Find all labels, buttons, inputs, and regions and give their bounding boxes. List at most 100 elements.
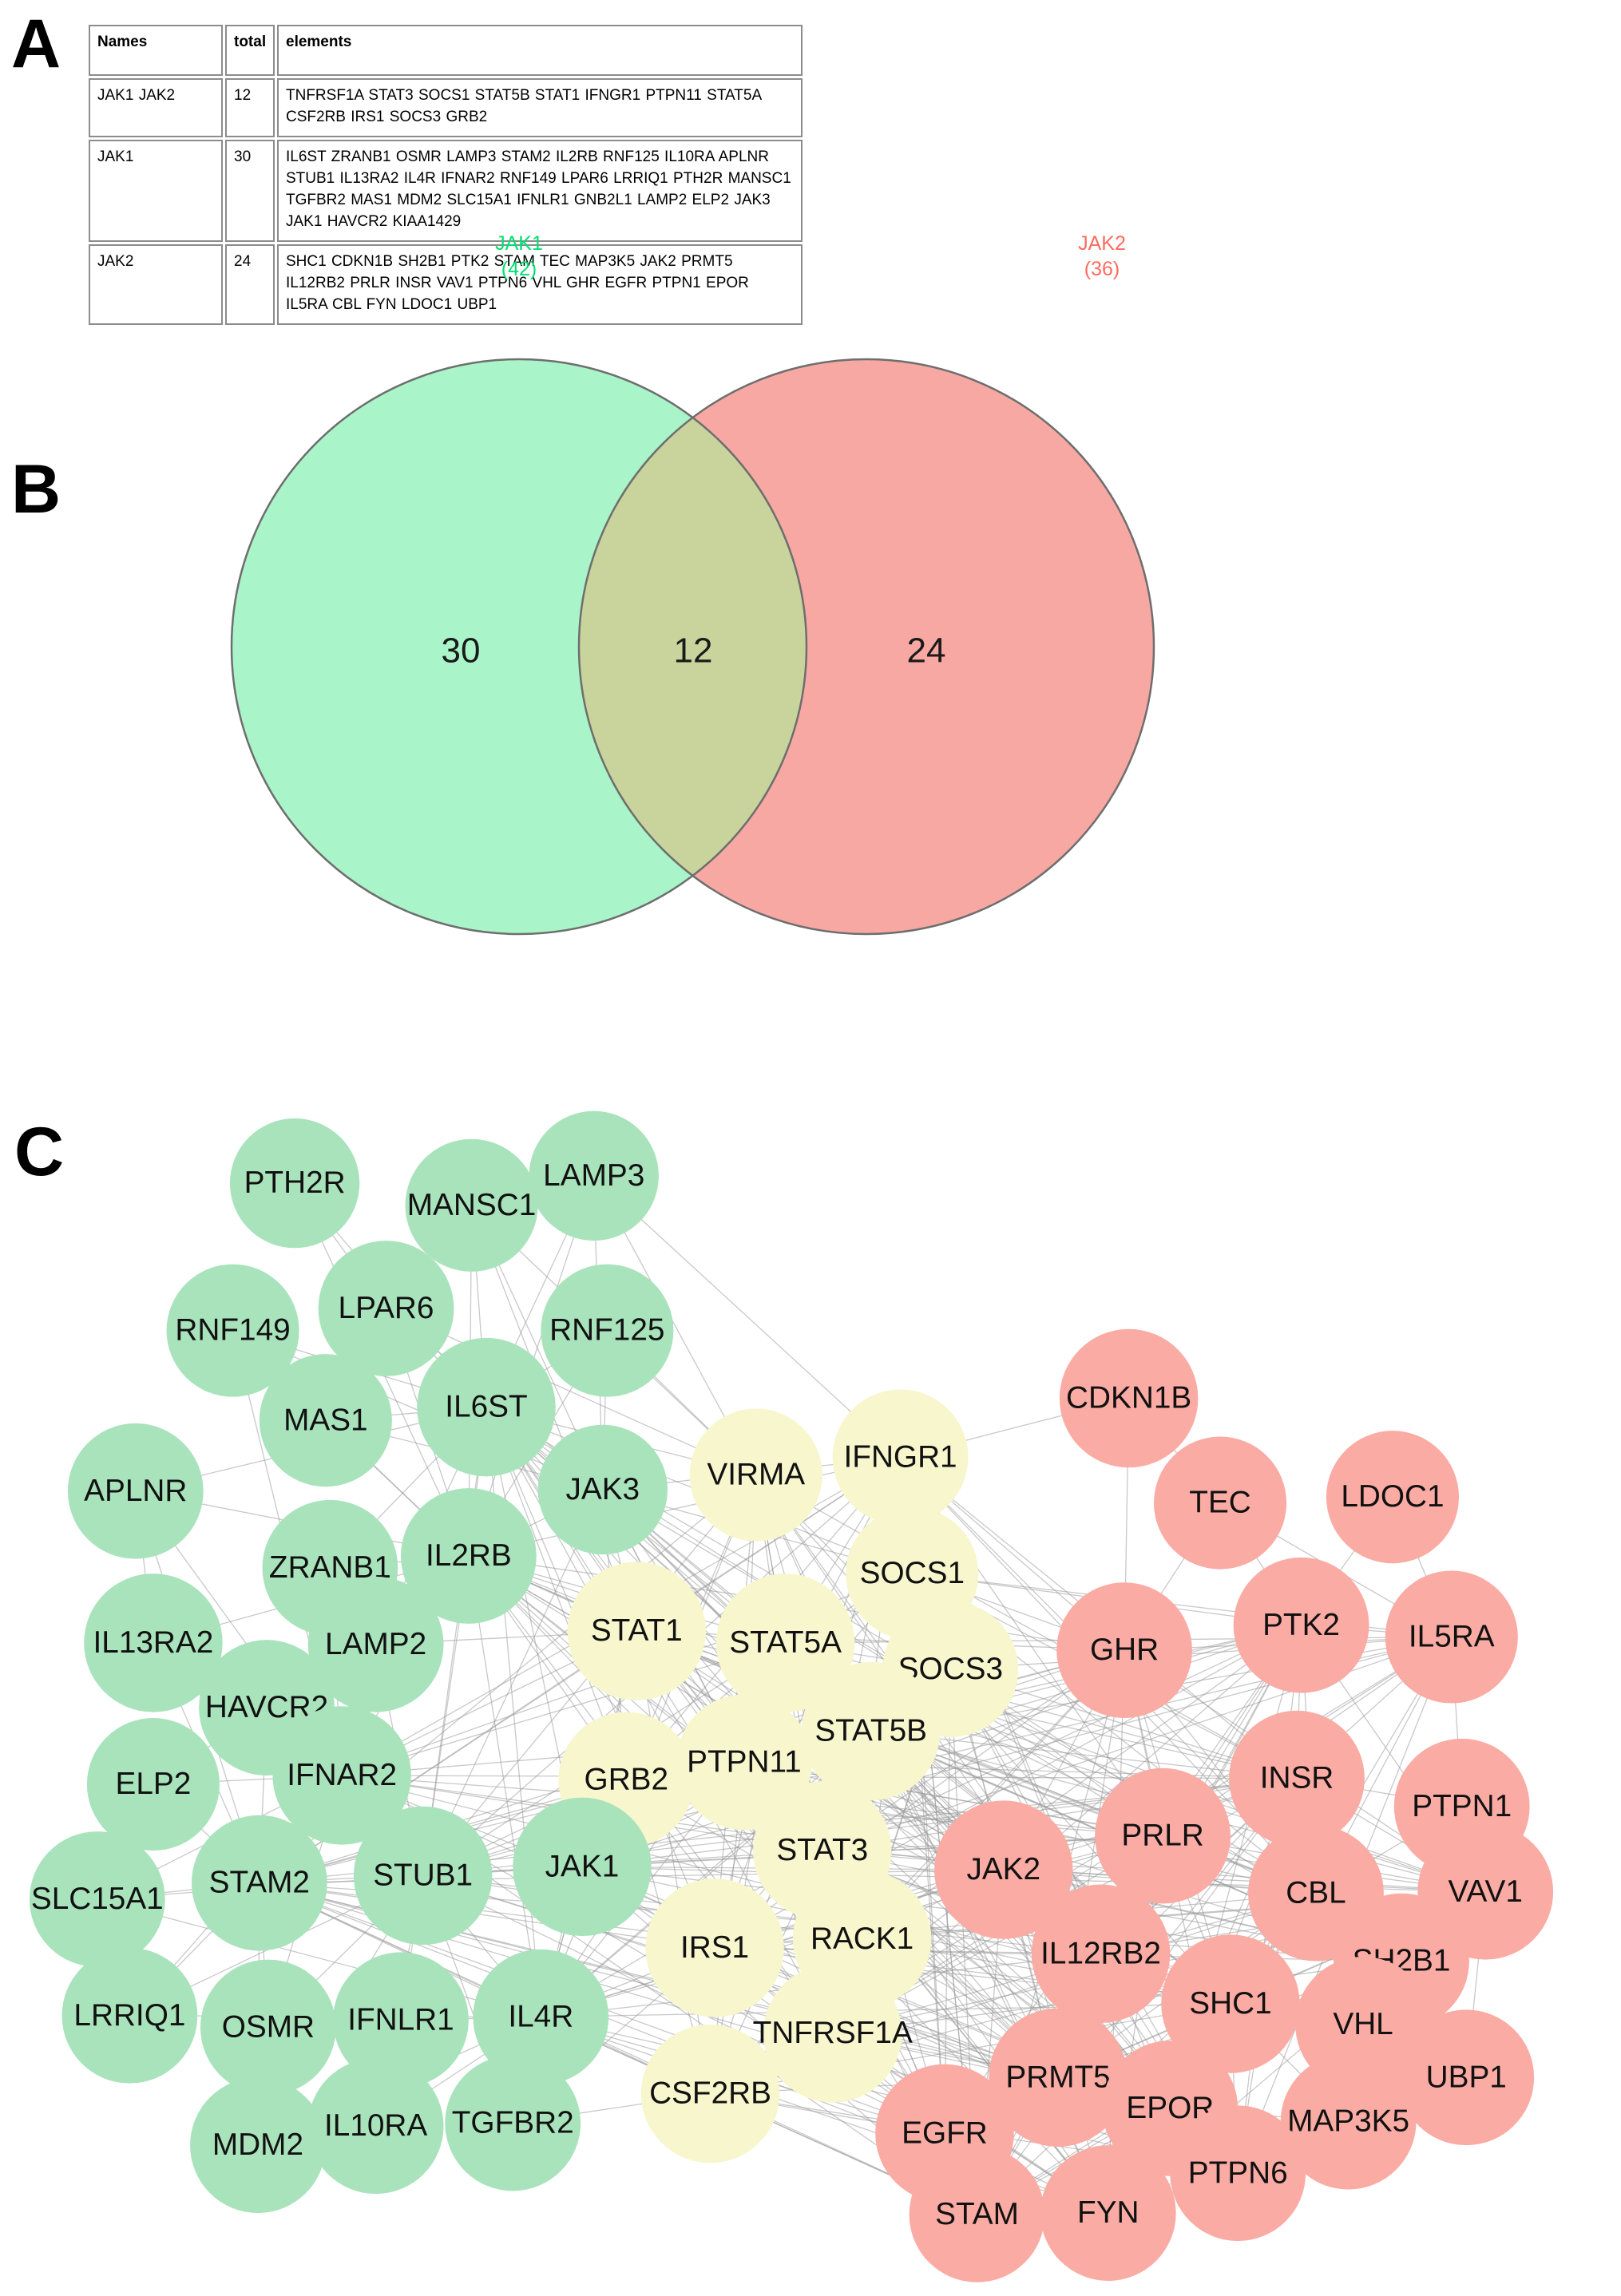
network-node-il10ra[interactable]: IL10RA (307, 2058, 444, 2195)
network-edge (468, 1456, 901, 1557)
node-circle[interactable] (272, 1706, 411, 1845)
network-node-prlr[interactable]: PRLR (1095, 1768, 1231, 1904)
node-circle[interactable] (832, 1389, 969, 1526)
node-circle[interactable] (541, 1264, 674, 1397)
node-circle[interactable] (1031, 1884, 1171, 2023)
node-circle[interactable] (333, 1952, 469, 2088)
node-circle[interactable] (567, 1562, 706, 1700)
network-node-ghr[interactable]: GHR (1056, 1582, 1192, 1718)
node-circle[interactable] (715, 1574, 855, 1712)
network-node-stub1[interactable]: STUB1 (353, 1806, 493, 1946)
node-circle[interactable] (67, 1423, 204, 1559)
node-circle[interactable] (307, 2058, 444, 2195)
network-node-irs1[interactable]: IRS1 (645, 1878, 784, 2017)
node-circle[interactable] (1040, 2145, 1176, 2281)
network-node-ptpn6[interactable]: PTPN6 (1170, 2105, 1306, 2242)
node-circle[interactable] (259, 1354, 392, 1487)
node-circle[interactable] (1229, 1710, 1365, 1847)
cell-names: JAK1 (89, 139, 223, 242)
node-circle[interactable] (84, 1574, 223, 1712)
node-circle[interactable] (86, 1717, 220, 1851)
node-circle[interactable] (529, 1110, 659, 1241)
network-edge (422, 1874, 862, 1940)
column-header-elements: elements (277, 25, 803, 76)
network-node-rnf125[interactable]: RNF125 (541, 1264, 674, 1397)
network-node-virma[interactable]: VIRMA (689, 1408, 822, 1542)
node-circle[interactable] (1398, 2009, 1535, 2146)
network-node-cdkn1b[interactable]: CDKN1B (1059, 1328, 1199, 1468)
node-circle[interactable] (473, 1949, 609, 2085)
node-circle[interactable] (307, 1576, 444, 1712)
network-node-elp2[interactable]: ELP2 (86, 1717, 220, 1851)
node-circle[interactable] (190, 2077, 326, 2214)
node-circle[interactable] (353, 1806, 493, 1946)
network-node-ptk2[interactable]: PTK2 (1233, 1557, 1369, 1693)
node-circle[interactable] (1153, 1436, 1287, 1570)
node-circle[interactable] (1095, 1768, 1231, 1904)
node-circle[interactable] (640, 2024, 780, 2163)
network-node-aplnr[interactable]: APLNR (67, 1423, 204, 1559)
network-node-stam[interactable]: STAM (909, 2147, 1045, 2282)
node-circle[interactable] (61, 1947, 198, 2084)
node-circle[interactable] (1233, 1557, 1369, 1693)
node-circle[interactable] (689, 1408, 822, 1542)
network-node-fyn[interactable]: FYN (1040, 2145, 1176, 2281)
node-circle[interactable] (400, 1488, 537, 1624)
panel-letter-c: C (14, 1114, 64, 1190)
node-circle[interactable] (645, 1878, 784, 2017)
network-node-ldoc1[interactable]: LDOC1 (1326, 1431, 1459, 1564)
node-circle[interactable] (1326, 1431, 1459, 1564)
network-node-osmr[interactable]: OSMR (200, 1959, 336, 2096)
network-node-mansc1[interactable]: MANSC1 (405, 1138, 538, 1272)
network-node-mdm2[interactable]: MDM2 (190, 2077, 326, 2214)
node-circle[interactable] (989, 2008, 1128, 2148)
network-node-mas1[interactable]: MAS1 (259, 1354, 392, 1487)
network-node-stat5b[interactable]: STAT5B (801, 1661, 941, 1801)
node-circle[interactable] (1161, 1934, 1300, 2073)
node-circle[interactable] (417, 1337, 556, 1477)
node-circle[interactable] (29, 1831, 165, 1967)
node-circle[interactable] (1056, 1582, 1192, 1718)
network-node-il6st[interactable]: IL6ST (417, 1337, 556, 1477)
node-circle[interactable] (191, 1815, 327, 1951)
node-circle[interactable] (166, 1264, 299, 1397)
network-edge (755, 1474, 1298, 1779)
network-node-insr[interactable]: INSR (1229, 1710, 1365, 1847)
network-node-jak1[interactable]: JAK1 (513, 1797, 652, 1937)
network-edge (822, 1625, 1302, 1851)
node-circle[interactable] (513, 1797, 652, 1937)
network-edge (950, 1636, 1452, 1670)
network-node-il12rb2[interactable]: IL12RB2 (1031, 1884, 1171, 2023)
network-node-tec[interactable]: TEC (1153, 1436, 1287, 1570)
network-node-slc15a1[interactable]: SLC15A1 (29, 1831, 165, 1967)
node-circle[interactable] (801, 1661, 941, 1801)
network-edge (743, 1761, 1163, 1837)
network-node-ubp1[interactable]: UBP1 (1398, 2009, 1535, 2146)
node-circle[interactable] (1059, 1328, 1199, 1468)
network-node-lrriq1[interactable]: LRRIQ1 (61, 1947, 198, 2084)
node-circle[interactable] (318, 1241, 454, 1376)
node-circle[interactable] (1170, 2105, 1306, 2242)
node-circle[interactable] (676, 1694, 812, 1831)
network-node-pth2r[interactable]: PTH2R (229, 1118, 360, 1249)
cell-total: 30 (225, 139, 275, 242)
node-circle[interactable] (445, 2055, 581, 2191)
node-circle[interactable] (537, 1424, 668, 1555)
node-circle[interactable] (1280, 2053, 1417, 2190)
network-node-lamp3[interactable]: LAMP3 (529, 1110, 659, 1241)
node-circle[interactable] (1385, 1570, 1518, 1704)
panel-letter-a: A (11, 6, 61, 82)
node-circle[interactable] (200, 1959, 336, 2096)
network-node-tgfbr2[interactable]: TGFBR2 (445, 2055, 581, 2191)
network-node-stat1[interactable]: STAT1 (567, 1562, 706, 1700)
node-circle[interactable] (934, 1800, 1073, 1939)
network-node-csf2rb[interactable]: CSF2RB (640, 2024, 780, 2163)
network-node-stam2[interactable]: STAM2 (191, 1815, 327, 1951)
node-circle[interactable] (229, 1118, 360, 1249)
node-circle[interactable] (405, 1138, 538, 1272)
network-node-il5ra[interactable]: IL5RA (1385, 1570, 1518, 1704)
network-node-jak3[interactable]: JAK3 (537, 1424, 668, 1555)
node-circle[interactable] (763, 1964, 902, 2103)
network-node-ifngr1[interactable]: IFNGR1 (832, 1389, 969, 1526)
node-circle[interactable] (909, 2147, 1045, 2282)
